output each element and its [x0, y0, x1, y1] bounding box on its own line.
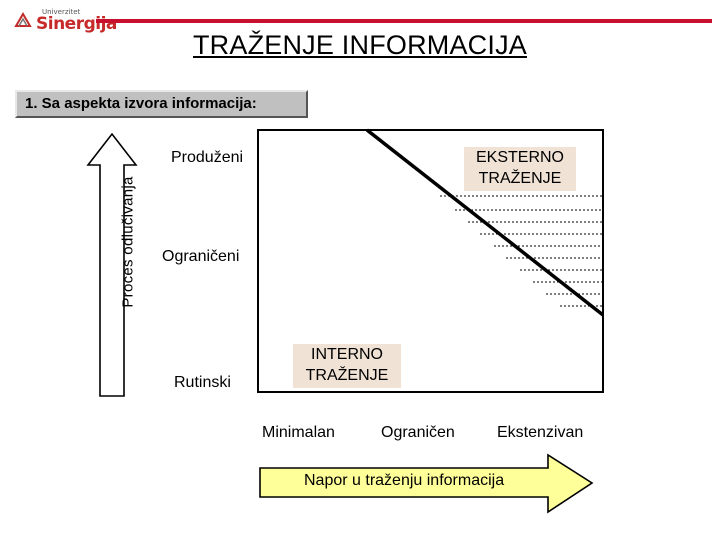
horizontal-axis-label: Napor u traženju informacija: [304, 472, 505, 489]
level-ekstenzivan: Ekstenzivan: [497, 424, 584, 441]
vertical-arrow-shape: [86, 132, 138, 397]
logo-small-text: Univerzitet: [42, 8, 81, 16]
page-title: TRAŽENJE INFORMACIJA: [192, 30, 527, 60]
level-minimalan: Minimalan: [262, 424, 335, 441]
subtitle-box: 1. Sa aspekta izvora informacija:: [15, 90, 308, 118]
level-ograniceni: Ograničeni: [162, 248, 240, 265]
level-ogranicen: Ograničen: [381, 424, 455, 441]
university-emblem-icon: [14, 12, 32, 27]
internal-search-line2: TRAŽENJE: [305, 367, 389, 384]
level-produzeni: Produženi: [171, 149, 244, 166]
diagonal-divider: [365, 128, 605, 317]
horizontal-arrow-shape: [259, 453, 594, 514]
external-search-line1: EKSTERNO: [475, 149, 564, 166]
level-rutinski: Rutinski: [174, 374, 231, 391]
external-search-tag: EKSTERNO TRAŽENJE: [464, 147, 576, 191]
internal-search-tag: INTERNO TRAŽENJE: [293, 344, 401, 388]
internal-search-line1: INTERNO: [311, 346, 383, 363]
header-rule: [96, 19, 712, 23]
external-search-line2: TRAŽENJE: [478, 170, 562, 187]
